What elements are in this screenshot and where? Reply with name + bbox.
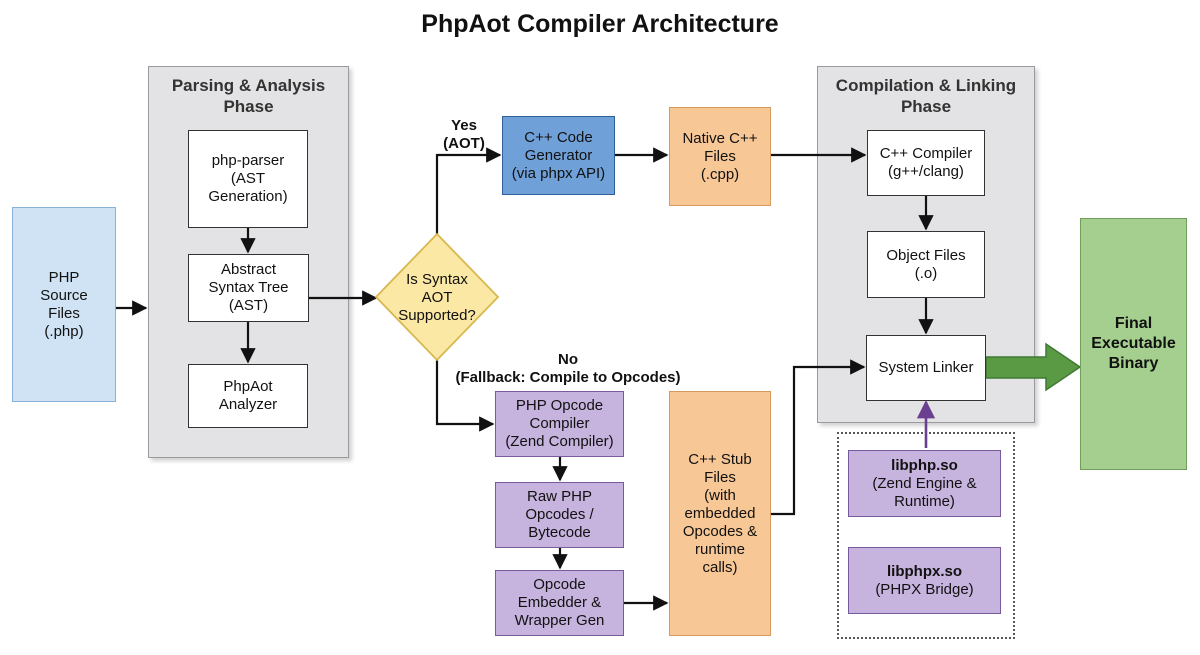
object-files-node: Object Files (.o) — [867, 231, 985, 298]
raw-php-opcodes-node: Raw PHP Opcodes / Bytecode — [495, 482, 624, 548]
edge-decision-yes — [435, 147, 502, 236]
no-branch-label: No (Fallback: Compile to Opcodes) — [455, 351, 681, 386]
parsing-phase-title: Parsing & Analysis Phase — [171, 76, 326, 116]
phpaot-analyzer-node: PhpAot Analyzer — [188, 364, 308, 428]
libphpx-node: libphpx.so (PHPX Bridge) — [848, 547, 1001, 614]
libphp-description: (Zend Engine & Runtime) — [872, 474, 977, 510]
php-source-files-node: PHP Source Files (.php) — [12, 207, 116, 402]
cpp-stub-files-node: C++ Stub Files (with embedded Opcodes & … — [669, 391, 771, 636]
ast-node: Abstract Syntax Tree (AST) — [188, 254, 309, 322]
cpp-code-generator-node: C++ Code Generator (via phpx API) — [502, 116, 615, 195]
php-opcode-compiler-node: PHP Opcode Compiler (Zend Compiler) — [495, 391, 624, 457]
diagram-title: PhpAot Compiler Architecture — [421, 10, 779, 38]
native-cpp-files-node: Native C++ Files (.cpp) — [669, 107, 771, 206]
system-linker-node: System Linker — [866, 335, 986, 401]
yes-branch-label: Yes (AOT) — [443, 117, 485, 152]
decision-text: Is Syntax AOT Supported? — [398, 271, 476, 324]
libphp-name: libphp.so — [891, 456, 958, 474]
php-parser-node: php-parser (AST Generation) — [188, 130, 308, 228]
libphpx-name: libphpx.so — [887, 562, 962, 580]
compilation-phase-title: Compilation & Linking Phase — [835, 76, 1017, 116]
libphpx-description: (PHPX Bridge) — [875, 580, 974, 598]
libphp-node: libphp.so (Zend Engine & Runtime) — [848, 450, 1001, 517]
cpp-compiler-node: C++ Compiler (g++/clang) — [867, 130, 985, 196]
final-executable-binary-node: Final Executable Binary — [1080, 218, 1187, 470]
opcode-embedder-node: Opcode Embedder & Wrapper Gen — [495, 570, 624, 636]
